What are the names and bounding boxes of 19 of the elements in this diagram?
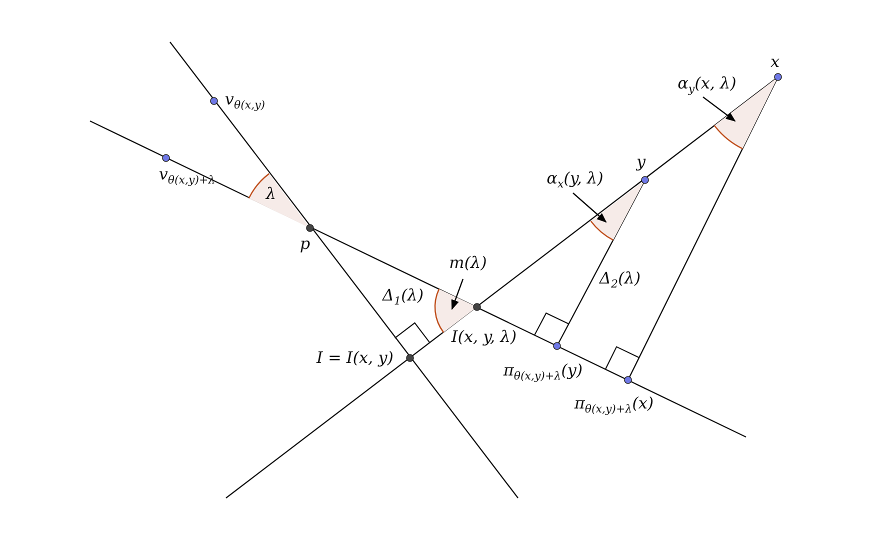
point-label: I(x, y, λ) <box>451 329 517 345</box>
angle-label: α$_{x}$(y, λ) <box>546 170 604 190</box>
point-label: y <box>636 154 646 170</box>
point-label: x <box>770 54 780 70</box>
angle-label: α$_{y}$(x, λ) <box>678 75 736 95</box>
angle-label: Δ$_{2}$(λ) <box>599 270 641 290</box>
point-label: v$_{θ(x,y)+λ}$ <box>158 166 216 186</box>
point-label: p <box>300 236 310 252</box>
point-label: π$_{θ(x,y)+λ}$(x) <box>574 395 654 415</box>
angle-label: Δ$_{1}$(λ) <box>382 287 424 307</box>
point-label: I = I(x, y) <box>316 350 394 366</box>
angle-label: m(λ) <box>449 255 487 271</box>
leader-arrow <box>572 192 607 223</box>
angle-wedge: λ <box>248 173 310 228</box>
angle-wedge <box>714 77 778 150</box>
leader-arrow <box>702 96 736 122</box>
point-label: v$_{θ(x,y)}$ <box>224 91 266 111</box>
leader-arrow <box>451 278 464 310</box>
point-label: π$_{θ(x,y)+λ}$(y) <box>503 362 583 382</box>
